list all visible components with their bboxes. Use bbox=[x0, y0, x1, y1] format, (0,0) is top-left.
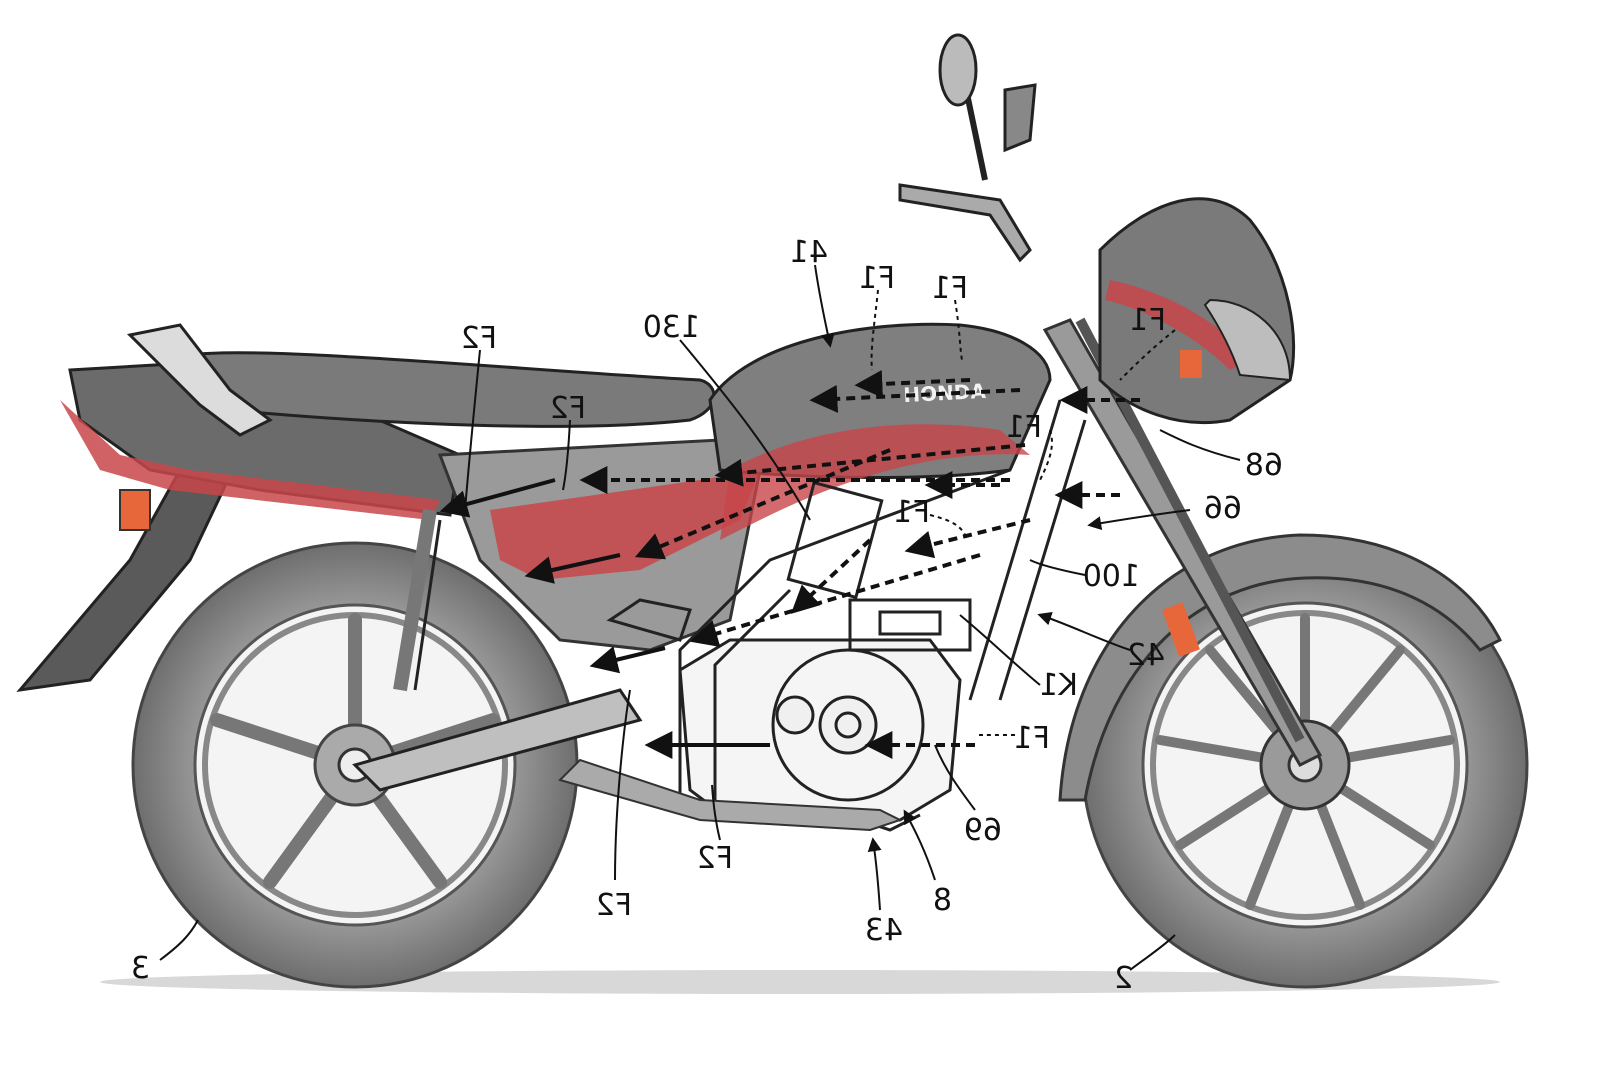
swingarm bbox=[352, 688, 643, 792]
front-wheel bbox=[1081, 541, 1529, 989]
headlight-stripe bbox=[1105, 280, 1250, 370]
label-f2-a: F2 bbox=[461, 321, 497, 356]
label-66: 66 bbox=[1204, 491, 1242, 526]
side-cover-graphic bbox=[490, 470, 760, 580]
label-f1-f: F1 bbox=[1014, 721, 1050, 756]
frame-ducts bbox=[606, 399, 1087, 800]
handlebar bbox=[898, 33, 1037, 263]
label-f1-e: F1 bbox=[894, 495, 930, 530]
label-41: 41 bbox=[790, 235, 828, 270]
label-43: 43 bbox=[865, 913, 903, 948]
label-f2-b: F2 bbox=[550, 391, 586, 426]
leader-lines bbox=[159, 264, 1241, 971]
headlight-cowl bbox=[1098, 197, 1296, 425]
grab-rail bbox=[126, 323, 273, 437]
rear-shock bbox=[393, 508, 442, 692]
label-f2-d: F2 bbox=[596, 888, 632, 923]
label-k1: K1 bbox=[1039, 668, 1078, 703]
label-100: 100 bbox=[1083, 559, 1140, 594]
belly-pan bbox=[558, 758, 903, 832]
f2-air-flow-arrows bbox=[439, 478, 770, 759]
f1-air-flow-arrows bbox=[579, 369, 1140, 759]
label-68: 68 bbox=[1245, 448, 1283, 483]
engine bbox=[678, 598, 972, 832]
headlight bbox=[1203, 298, 1292, 382]
label-f1-b: F1 bbox=[932, 271, 968, 306]
front-reflector bbox=[1162, 602, 1200, 657]
label-3: 3 bbox=[131, 951, 150, 986]
label-f1-c: F1 bbox=[1130, 303, 1166, 338]
turn-indicator bbox=[1180, 350, 1202, 378]
label-f2-c: F2 bbox=[697, 841, 733, 876]
tail-light bbox=[119, 489, 151, 531]
label-69: 69 bbox=[964, 813, 1002, 848]
ground-shadow bbox=[100, 970, 1500, 994]
reference-labels: 41 130 F1 F1 F1 F1 F1 F1 F2 F2 F2 F2 68 … bbox=[131, 235, 1283, 996]
label-f1-a: F1 bbox=[859, 261, 895, 296]
label-42: 42 bbox=[1127, 638, 1165, 673]
label-8: 8 bbox=[933, 883, 952, 918]
label-f1-d: F1 bbox=[1006, 410, 1042, 445]
label-130: 130 bbox=[643, 310, 700, 345]
tank-graphic bbox=[720, 424, 1030, 540]
tail-stripe bbox=[60, 400, 440, 520]
label-2: 2 bbox=[1114, 961, 1133, 996]
